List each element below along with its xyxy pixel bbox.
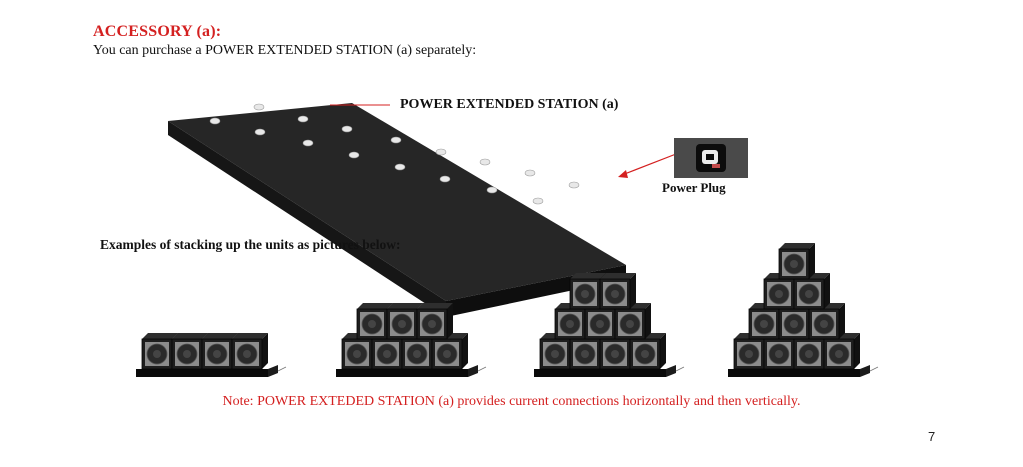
- base-station-side: [860, 365, 870, 377]
- speaker-unit: [416, 303, 453, 340]
- note-text: Note: POWER EXTEDED STATION (a) provides…: [222, 394, 801, 409]
- base-station: [336, 369, 468, 377]
- base-station-side: [268, 365, 278, 377]
- power-cable: [869, 366, 879, 372]
- base-station-side: [666, 365, 676, 377]
- speaker-unit: [629, 333, 666, 370]
- station-leader-line: [330, 104, 390, 106]
- stack-example-3: [534, 273, 685, 377]
- speaker-unit: [793, 273, 830, 310]
- power-plug-arrow: [618, 153, 677, 178]
- section-heading: ACCESSORY (a):: [93, 23, 222, 40]
- base-station: [728, 369, 860, 377]
- stack-example-2: [336, 303, 487, 377]
- power-cable: [675, 366, 685, 372]
- speaker-unit: [431, 333, 468, 370]
- base-station: [534, 369, 666, 377]
- base-station-side: [468, 365, 478, 377]
- speaker-unit: [778, 243, 815, 280]
- speaker-unit: [386, 303, 423, 340]
- speaker-unit: [569, 273, 606, 310]
- speaker-unit: [808, 303, 845, 340]
- base-station: [136, 369, 268, 377]
- power-cable: [277, 366, 287, 372]
- speaker-unit: [231, 333, 268, 370]
- stack-example-4: [728, 243, 879, 377]
- power-extended-station-image: [168, 103, 626, 317]
- station-label: POWER EXTENDED STATION (a): [400, 97, 619, 112]
- power-plug-image: [674, 138, 748, 178]
- stack-example-1: [136, 333, 287, 377]
- examples-caption: Examples of stacking up the units as pic…: [100, 237, 401, 252]
- page-number: 7: [928, 429, 936, 444]
- speaker-unit: [614, 303, 651, 340]
- speaker-unit: [763, 273, 800, 310]
- speaker-unit: [599, 273, 636, 310]
- power-plug-label: Power Plug: [662, 180, 726, 195]
- intro-text: You can purchase a POWER EXTENDED STATIO…: [93, 43, 477, 58]
- speaker-unit: [171, 333, 208, 370]
- power-cable: [477, 366, 487, 372]
- speaker-unit: [554, 303, 591, 340]
